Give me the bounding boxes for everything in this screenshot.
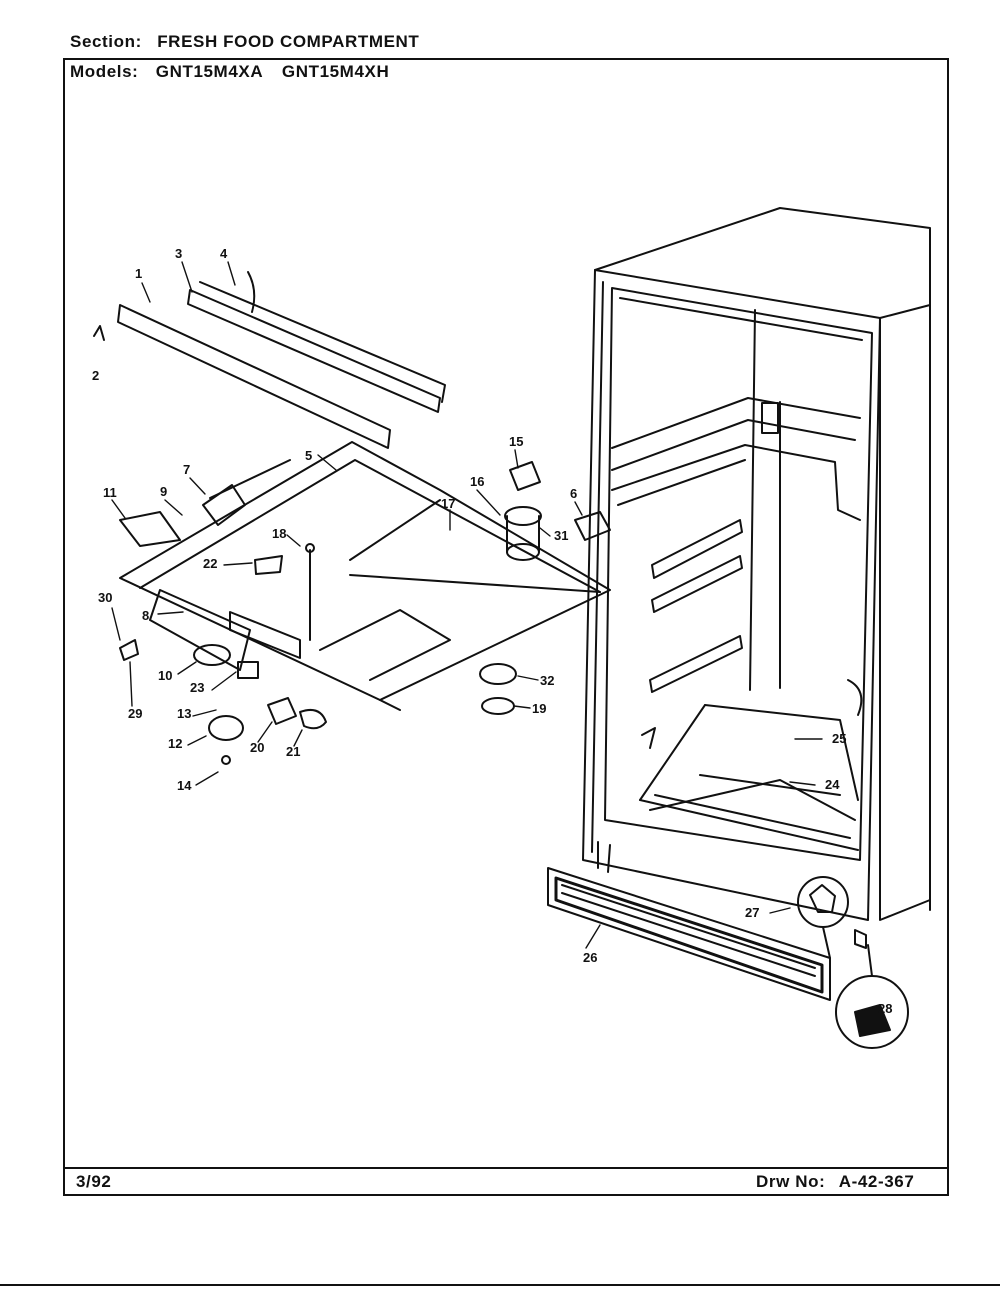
section-value: FRESH FOOD COMPARTMENT xyxy=(157,32,420,51)
callout-13: 13 xyxy=(177,706,191,721)
callout-15: 15 xyxy=(509,434,523,449)
drawing-frame xyxy=(63,58,949,1196)
callout-22: 22 xyxy=(203,556,217,571)
footer-date: 3/92 xyxy=(76,1172,112,1191)
trim-rails xyxy=(93,271,446,449)
callout-24: 24 xyxy=(825,777,840,792)
drawing-number: Drw No: A-42-367 xyxy=(756,1172,914,1192)
callout-9: 9 xyxy=(160,484,167,499)
callout-3: 3 xyxy=(175,246,182,261)
drawing-key: Drw No: xyxy=(756,1172,826,1191)
callout-25: 25 xyxy=(832,731,846,746)
callout-16: 16 xyxy=(470,474,484,489)
callout-1: 1 xyxy=(135,266,142,281)
callout-27: 27 xyxy=(745,905,759,920)
callout-11: 11 xyxy=(103,485,117,500)
callout-30: 30 xyxy=(98,590,112,605)
callout-2: 2 xyxy=(92,368,99,383)
callout-18: 18 xyxy=(272,526,286,541)
callout-28: 28 xyxy=(878,1001,892,1016)
callout-labels: 1 2 3 4 5 7 8 9 10 11 12 13 14 15 16 17 … xyxy=(92,246,892,1016)
model-number-2: GNT15M4XH xyxy=(281,62,390,81)
section-header: Section: FRESH FOOD COMPARTMENT xyxy=(70,32,419,52)
callout-7: 7 xyxy=(183,462,190,477)
callout-12: 12 xyxy=(168,736,182,751)
callout-32: 32 xyxy=(540,673,554,688)
leader-lines xyxy=(111,261,823,949)
drawing-value: A-42-367 xyxy=(838,1172,915,1191)
detail-magnifiers xyxy=(797,876,909,1049)
control-housing xyxy=(119,441,611,765)
callout-23: 23 xyxy=(190,680,204,695)
callout-19: 19 xyxy=(532,701,546,716)
callout-20: 20 xyxy=(250,740,264,755)
callout-17: 17 xyxy=(441,496,455,511)
page-bottom-rule xyxy=(0,1284,1000,1286)
models-key: Models: xyxy=(70,62,139,81)
section-key: Section: xyxy=(70,32,142,51)
model-number-1: GNT15M4XA xyxy=(155,62,263,81)
cabinet xyxy=(582,207,931,949)
callout-8: 8 xyxy=(142,608,149,623)
callout-29: 29 xyxy=(128,706,142,721)
callout-21: 21 xyxy=(286,744,300,759)
callout-6: 6 xyxy=(570,486,577,501)
callout-10: 10 xyxy=(158,668,172,683)
callout-26: 26 xyxy=(583,950,597,965)
models-header: Models: GNT15M4XA GNT15M4XH xyxy=(70,62,389,82)
callout-4: 4 xyxy=(220,246,228,261)
callout-31: 31 xyxy=(554,528,568,543)
callout-5: 5 xyxy=(305,448,312,463)
kick-grille xyxy=(547,867,831,1001)
footer-divider xyxy=(63,1167,949,1169)
callout-14: 14 xyxy=(177,778,192,793)
